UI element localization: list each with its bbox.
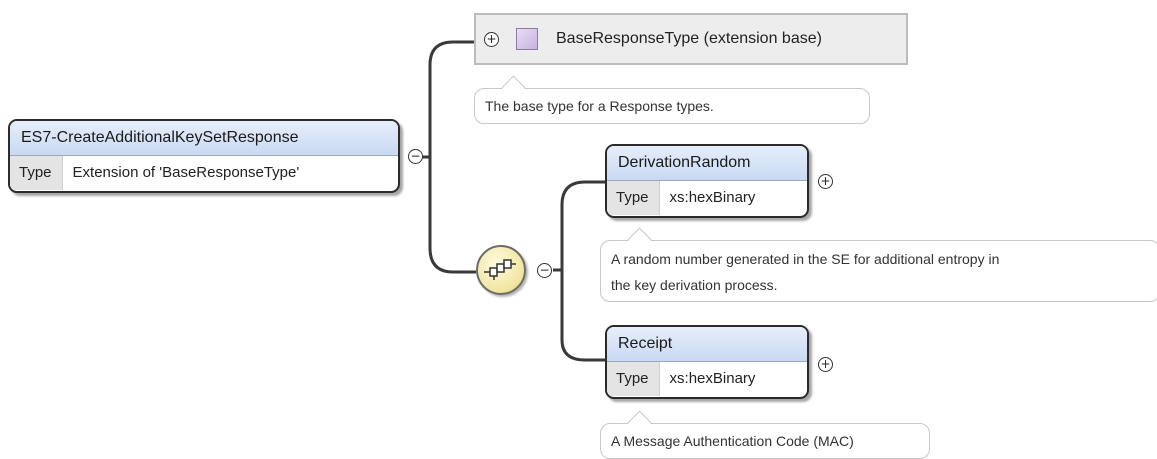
type-value: xs:hexBinary [669,370,756,387]
derivation-random-type-row: Type xs:hexBinary [607,181,807,215]
annotation-line: A random number generated in the SE for … [611,251,1000,267]
receipt-name: Receipt [607,327,807,362]
base-type-label: BaseResponseType (extension base) [556,30,822,47]
root-element-name: ES7-CreateAdditionalKeySetResponse [10,121,398,156]
type-value: Extension of 'BaseResponseType' [72,164,300,181]
collapse-icon[interactable]: − [408,149,423,164]
root-element-box[interactable]: ES7-CreateAdditionalKeySetResponse Type … [8,119,400,193]
derivation-random-annotation: A random number generated in the SE for … [600,240,1157,302]
expand-icon[interactable]: + [818,174,833,189]
collapse-icon[interactable]: − [537,263,552,278]
base-type-box[interactable]: + BaseResponseType (extension base) [474,13,908,65]
expand-icon[interactable]: + [818,357,833,372]
annotation-line: A Message Authentication Code (MAC) [611,433,854,449]
type-key-label: Type [607,362,660,396]
expand-icon[interactable]: + [484,32,499,47]
derivation-random-element-box[interactable]: DerivationRandom Type xs:hexBinary [605,144,809,218]
receipt-annotation: A Message Authentication Code (MAC) [600,423,930,459]
sequence-compositor-icon[interactable] [476,245,526,295]
complex-type-swatch-icon [516,28,538,50]
sequence-glyph-icon [484,259,516,280]
receipt-element-box[interactable]: Receipt Type xs:hexBinary [605,325,809,399]
root-element-type-row: Type Extension of 'BaseResponseType' [10,156,398,190]
type-key-label: Type [10,156,63,190]
base-type-annotation-text: The base type for a Response types. [485,98,714,114]
type-key-label: Type [607,181,660,215]
derivation-random-name: DerivationRandom [607,146,807,181]
receipt-type-row: Type xs:hexBinary [607,362,807,396]
type-value: xs:hexBinary [669,189,756,206]
annotation-line: the key derivation process. [611,277,778,293]
base-type-annotation: The base type for a Response types. [474,88,870,124]
